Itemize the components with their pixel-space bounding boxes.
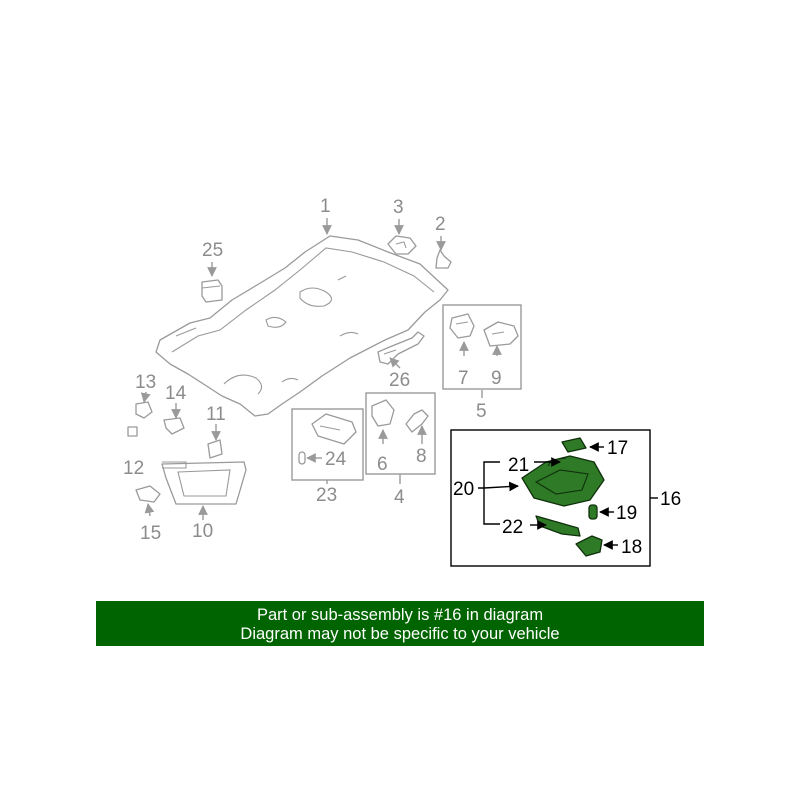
callout-23: 23: [316, 485, 337, 506]
callout-26: 26: [389, 370, 410, 391]
callout-12: 12: [123, 458, 144, 479]
callout-16: 16: [660, 489, 681, 510]
callout-20: 20: [453, 479, 474, 500]
callout-1: 1: [320, 196, 331, 217]
hook-part-3: [387, 219, 417, 255]
callout-17: 17: [607, 438, 628, 459]
callout-6: 6: [377, 454, 388, 475]
callout-9: 9: [491, 368, 502, 389]
headliner-part: [155, 218, 449, 417]
callout-13: 13: [135, 372, 156, 393]
banner-line-2: Diagram may not be specific to your vehi…: [240, 625, 560, 643]
callout-11: 11: [206, 404, 226, 425]
callout-5: 5: [476, 401, 487, 422]
info-banner: Part or sub-assembly is #16 in diagram D…: [96, 601, 704, 646]
callout-4: 4: [394, 487, 405, 508]
part-25: [201, 262, 223, 303]
group-box-5: [442, 304, 522, 398]
callout-2: 2: [435, 214, 446, 235]
highlight-box-16: [450, 429, 658, 567]
group-box-23: [291, 408, 364, 484]
callout-22: 22: [502, 517, 523, 538]
callout-21: 21: [508, 455, 529, 476]
banner-line-1: Part or sub-assembly is #16 in diagram: [256, 606, 544, 624]
callout-15: 15: [140, 523, 161, 544]
group-box-4: [365, 392, 436, 484]
callout-24: 24: [325, 449, 347, 470]
callout-25: 25: [202, 240, 223, 261]
callout-8: 8: [416, 446, 427, 467]
left-small-parts: [127, 391, 247, 520]
callout-19: 19: [616, 503, 637, 524]
callout-18: 18: [621, 537, 642, 558]
grab-handle-part-26: [377, 331, 425, 369]
callout-3: 3: [393, 197, 404, 218]
callout-14: 14: [165, 383, 187, 404]
callout-10: 10: [192, 521, 213, 542]
clip-part-2: [435, 236, 452, 269]
callout-7: 7: [458, 368, 469, 389]
